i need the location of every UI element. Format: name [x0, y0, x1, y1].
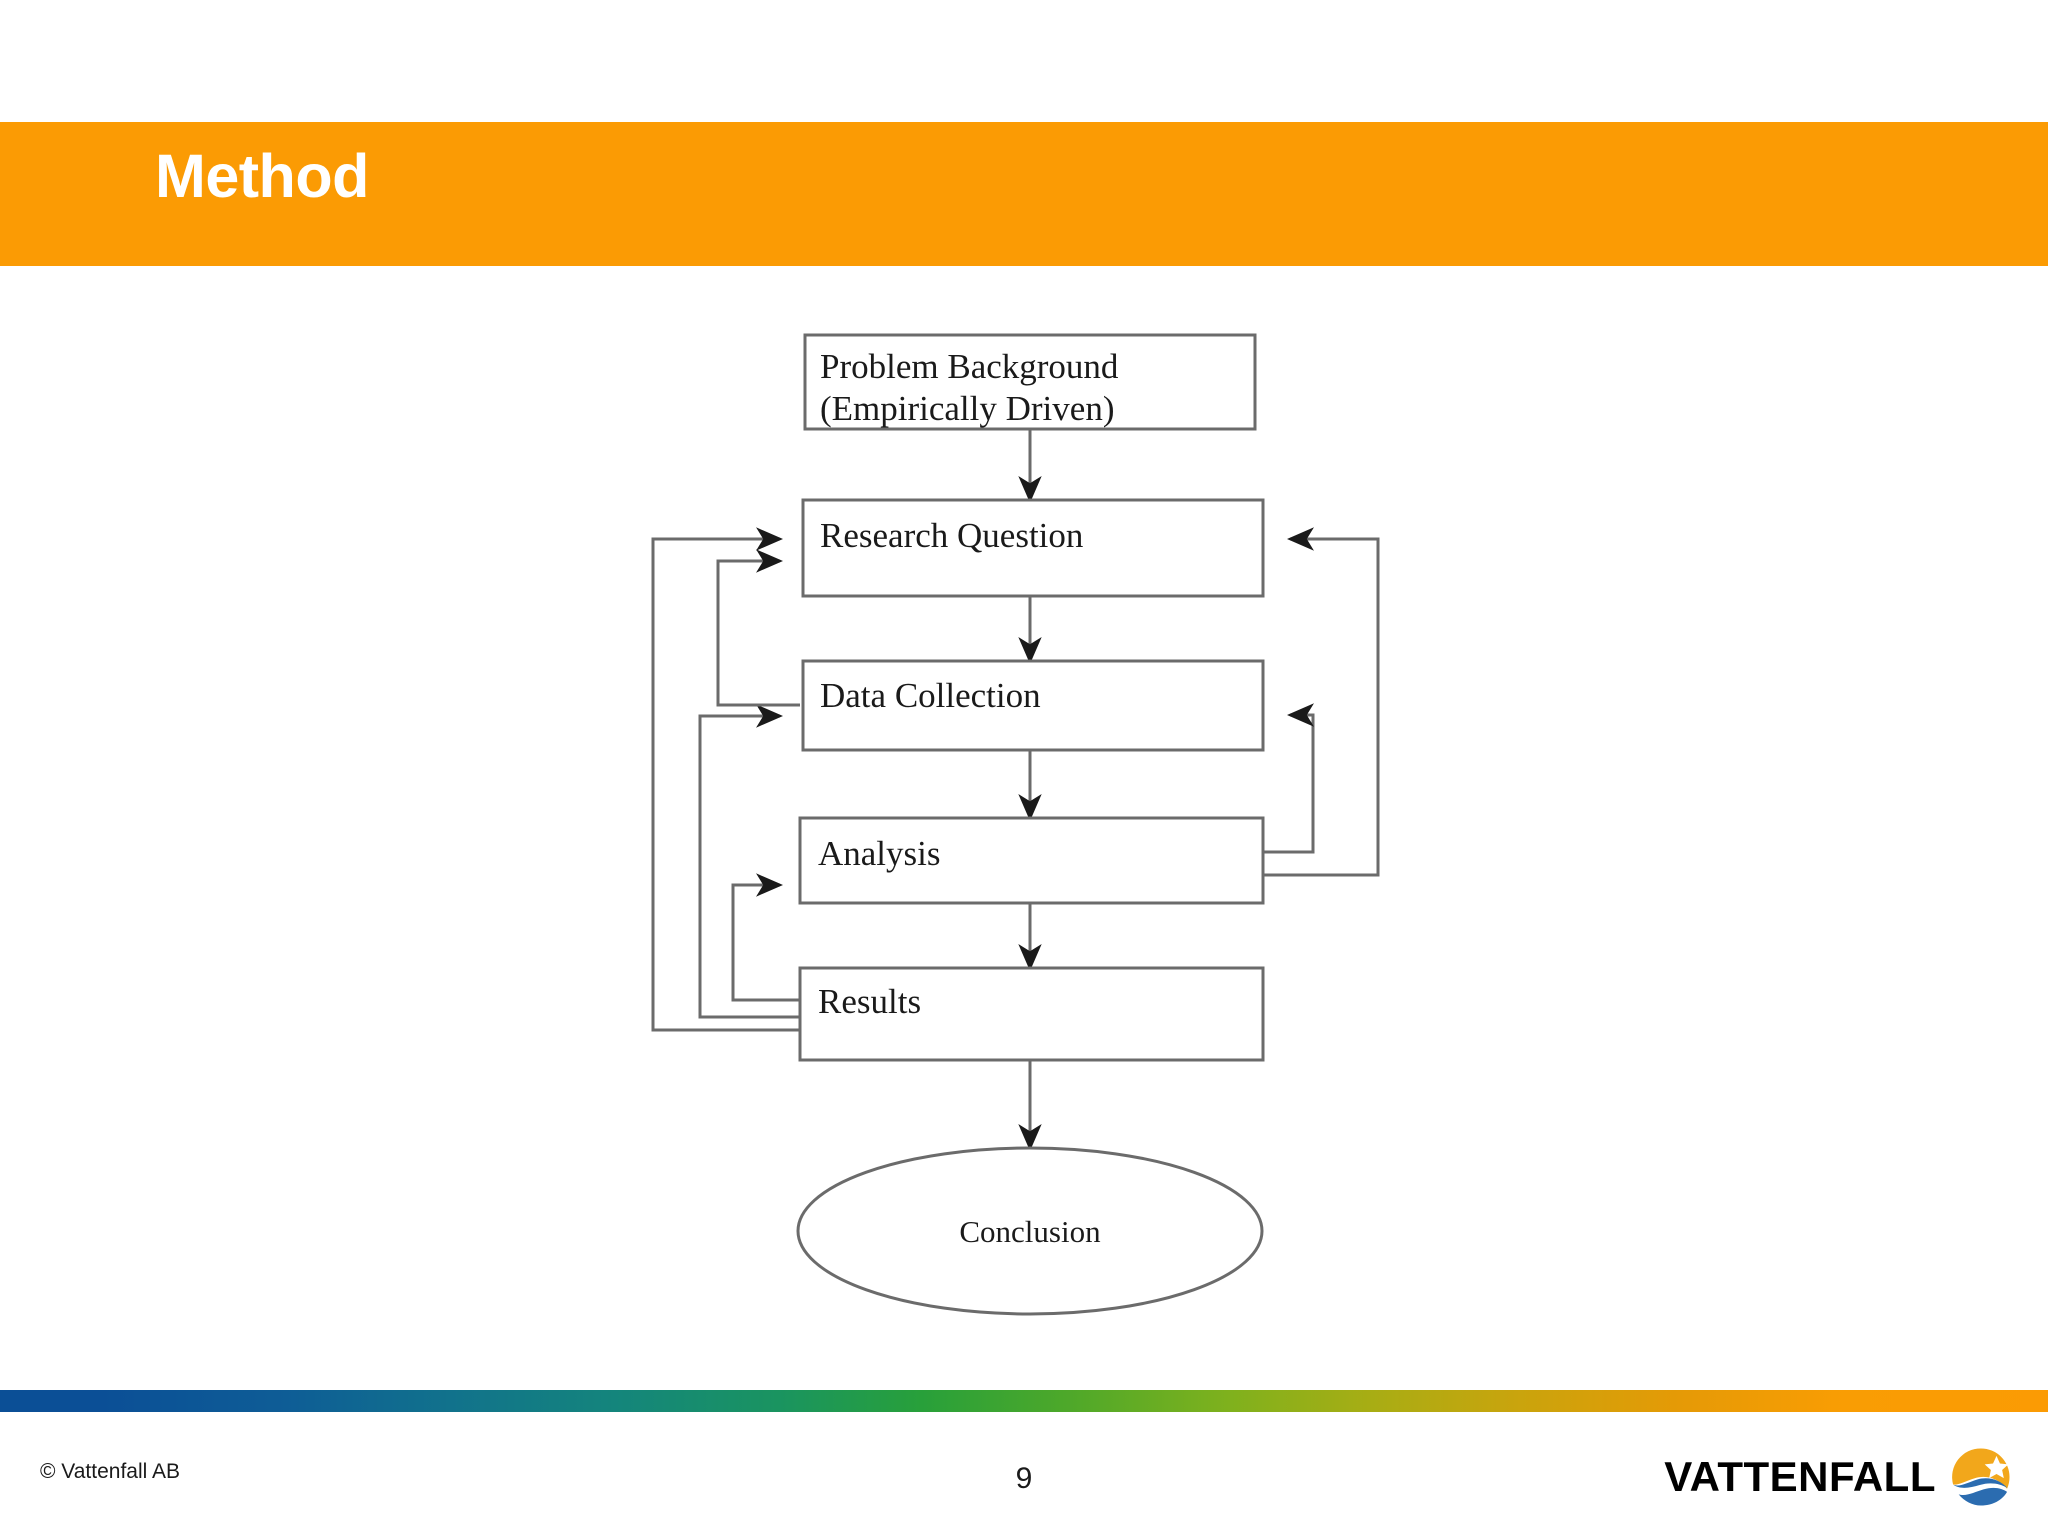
edge-results-to-research-question [651, 527, 800, 1032]
vattenfall-mark-icon [1950, 1446, 2012, 1508]
node-conclusion: Conclusion [796, 1146, 1264, 1316]
edge-results-to-analysis [731, 873, 800, 1002]
footer-copyright: © Vattenfall AB [40, 1460, 180, 1483]
node-label-analysis: Analysis [818, 834, 941, 873]
node-research-question: Research Question [801, 498, 1265, 598]
node-analysis: Analysis [798, 816, 1265, 905]
brand-wordmark: VATTENFALL [1664, 1453, 1936, 1500]
edge-analysis-to-data-collection [1263, 703, 1315, 854]
node-label-research-question: Research Question [820, 516, 1083, 555]
edge-results-to-data-collection [698, 704, 800, 1019]
vattenfall-logo: VATTENFALL [1664, 1446, 2012, 1508]
page-title: Method [155, 142, 369, 210]
node-label-problem-background-line2: (Empirically Driven) [820, 389, 1114, 428]
node-label-results: Results [818, 982, 921, 1021]
brand-gradient-bar [0, 1390, 2048, 1412]
edge-data-collection-to-research-question [716, 549, 800, 707]
node-results: Results [798, 966, 1265, 1062]
title-banner [0, 122, 2048, 266]
edge-analysis-to-research-question [1263, 527, 1380, 877]
node-label-conclusion: Conclusion [959, 1214, 1101, 1249]
node-problem-background: Problem Background (Empirically Driven) [803, 333, 1257, 431]
node-data-collection: Data Collection [801, 659, 1265, 752]
node-label-data-collection: Data Collection [820, 676, 1041, 715]
node-label-problem-background-line1: Problem Background [820, 347, 1119, 386]
page-number: 9 [1015, 1462, 1033, 1495]
